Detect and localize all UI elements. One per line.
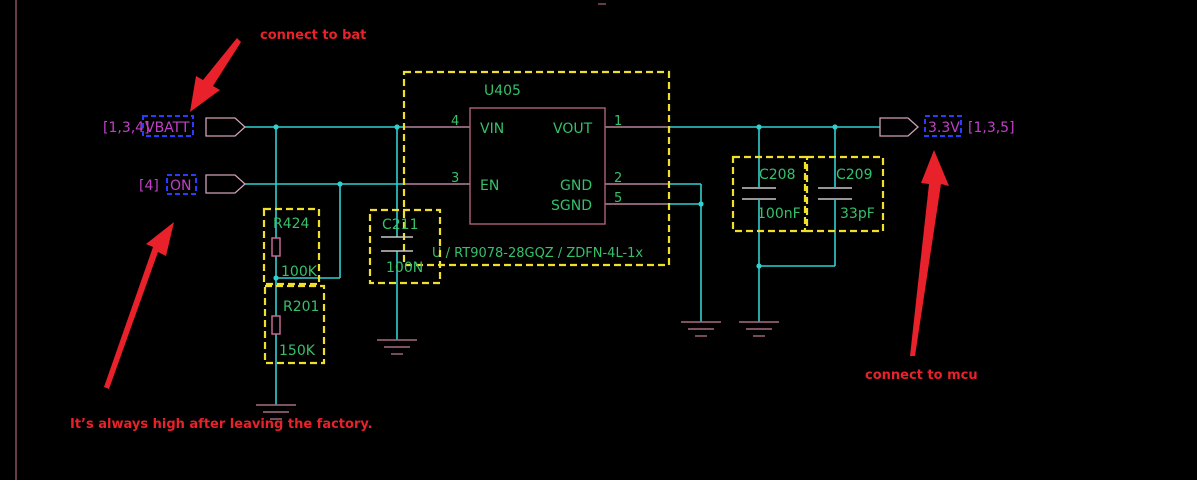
u405-part-number: U / RT9078-28GQZ / ZDFN-4L-1x xyxy=(432,246,643,261)
c211-ref: C211 xyxy=(382,217,419,233)
u405-body[interactable] xyxy=(469,107,606,225)
u405-pin-num-sgnd: 5 xyxy=(614,191,622,206)
out-net-label[interactable]: 3.3V xyxy=(928,120,960,136)
c209-value: 33pF xyxy=(840,206,875,222)
u405-ref: U405 xyxy=(484,83,521,99)
ground-symbol-c211 xyxy=(377,339,417,355)
ground-symbol-output-caps xyxy=(739,321,779,337)
r201-selection xyxy=(263,284,326,365)
out-net-ref: [1,3,5] xyxy=(968,120,1015,136)
on-port-flag[interactable] xyxy=(205,174,246,194)
junctions xyxy=(273,124,838,281)
arrow-to-vbatt-icon xyxy=(190,38,241,112)
out-net-selection xyxy=(924,115,962,137)
c209-ref: C209 xyxy=(836,167,873,183)
vbatt-net-label[interactable]: VBATT xyxy=(145,120,190,136)
arrow-to-out-icon xyxy=(910,150,949,356)
u405-pin-num-vout: 1 xyxy=(614,114,622,129)
c208-selection xyxy=(731,155,807,233)
c211-selection xyxy=(368,208,442,285)
u405-pin-en: EN xyxy=(480,178,499,194)
ground-symbol-u405 xyxy=(681,321,721,337)
ground-symbol-divider xyxy=(256,404,296,420)
u405-pin-vout: VOUT xyxy=(553,121,593,137)
vbatt-net-ref: [1,3,4] xyxy=(103,120,150,136)
u405-pin-gnd: GND xyxy=(560,178,592,194)
r424-value: 100K xyxy=(281,264,318,280)
u405-pin-num-vin: 4 xyxy=(451,114,459,129)
c209-selection xyxy=(805,155,885,233)
u405-selection xyxy=(402,70,671,267)
c208-value: 100nF xyxy=(757,206,801,222)
on-net-label[interactable]: ON xyxy=(170,178,192,194)
r424-ref: R424 xyxy=(273,216,310,232)
u405-pin-vin: VIN xyxy=(480,121,504,137)
r201-ref: R201 xyxy=(283,299,319,315)
u405-pin-num-gnd: 2 xyxy=(614,171,622,186)
r424-selection xyxy=(262,207,321,286)
annotation-connect-to-bat: connect to bat xyxy=(260,28,366,43)
on-net-ref: [4] xyxy=(139,178,159,194)
out-port-flag[interactable] xyxy=(879,117,919,137)
arrow-to-on-icon xyxy=(104,222,174,389)
r201-value: 150K xyxy=(279,343,316,359)
annotation-factory-high: It’s always high after leaving the facto… xyxy=(70,417,373,432)
vbatt-net-selection xyxy=(142,115,194,137)
c208-ref: C208 xyxy=(759,167,796,183)
r424-body[interactable] xyxy=(271,237,281,257)
u405-pin-sgnd: SGND xyxy=(551,198,592,214)
c211-value: 100N xyxy=(386,260,423,276)
vbatt-port-flag[interactable] xyxy=(205,117,246,137)
u405-pin-num-en: 3 xyxy=(451,171,459,186)
annotation-connect-to-mcu: connect to mcu xyxy=(865,368,978,383)
r201-body[interactable] xyxy=(271,315,281,335)
